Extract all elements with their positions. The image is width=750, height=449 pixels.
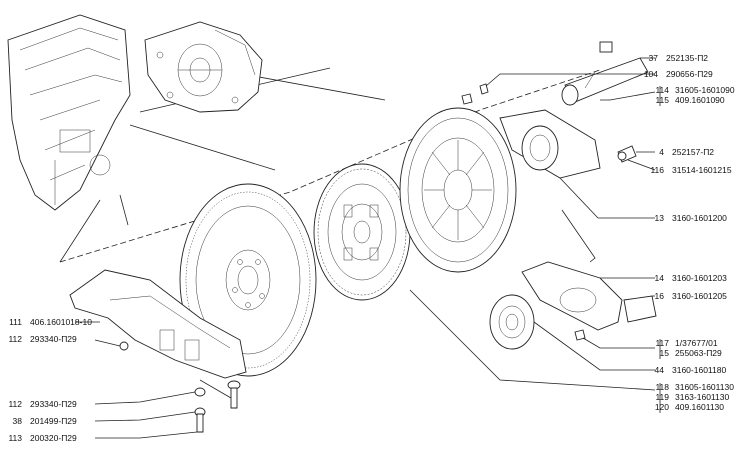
callout-num: 104 [644, 69, 658, 79]
callout-code: 290656-П29 [666, 69, 713, 79]
slave-cylinder [561, 41, 649, 106]
callout-num: 112 [8, 334, 22, 344]
callout-num: 4 [659, 147, 664, 157]
engine-block [7, 14, 131, 211]
callout-code: 293340-П29 [30, 334, 77, 344]
small-fasteners [461, 83, 637, 341]
callout-code: 293340-П29 [30, 399, 77, 409]
callout-code: 409.1601130 [675, 402, 724, 412]
release-fork [521, 261, 657, 331]
callout-num: 117 [655, 338, 669, 348]
callouts-left: 111 406.1601018-10 112 293340-П29 112 29… [8, 317, 92, 443]
support-bracket [69, 269, 247, 379]
callout-num: 113 [8, 433, 22, 443]
callout-num: 115 [655, 95, 669, 105]
callout-code: 1/37677/01 [675, 338, 718, 348]
callout-code: 3160-1601205 [672, 291, 727, 301]
callout-code: 255063-П29 [675, 348, 722, 358]
leader-lines-right [409, 57, 656, 391]
callout-code: 3160-1601180 [672, 365, 726, 375]
release-bearing-upper [499, 109, 601, 179]
callout-code: 31514-1601215 [672, 165, 732, 175]
bracket-bolts [194, 380, 241, 433]
callout-num: 37 [649, 53, 659, 63]
callout-num: 38 [13, 416, 23, 426]
callout-num: 14 [655, 273, 665, 283]
callout-code: 3163-1601130 [675, 392, 729, 402]
callout-code: 200320-П29 [30, 433, 77, 443]
callout-num: 16 [655, 291, 665, 301]
callouts-right: 37 252135-П2 104 290656-П29 114 31605-16… [644, 53, 735, 412]
callout-num: 13 [655, 213, 665, 223]
callout-code: 409.1601090 [675, 95, 725, 105]
leader-lines-left [75, 321, 232, 439]
callout-code: 252157-П2 [672, 147, 714, 157]
callout-code: 406.1601018-10 [30, 317, 92, 327]
callout-num: 111 [9, 317, 22, 327]
callout-num: 120 [655, 402, 669, 412]
callout-code: 31605-1601090 [675, 85, 735, 95]
gearbox-housing [144, 21, 263, 113]
callout-code: 252135-П2 [666, 53, 708, 63]
callout-num: 116 [650, 165, 664, 175]
callout-code: 31605-1601130 [675, 382, 734, 392]
release-bearing-lower [489, 294, 535, 350]
pressure-plate [399, 107, 517, 273]
callout-num: 119 [655, 392, 669, 402]
clutch-disc [313, 163, 411, 301]
callout-num: 44 [655, 365, 665, 375]
callout-num: 118 [655, 382, 669, 392]
callout-code: 3160-1601203 [672, 273, 727, 283]
callout-code: 201499-П29 [30, 416, 77, 426]
callout-code: 3160-1601200 [672, 213, 727, 223]
callout-num: 15 [660, 348, 670, 358]
callout-num: 114 [655, 85, 669, 95]
callout-num: 112 [8, 399, 22, 409]
